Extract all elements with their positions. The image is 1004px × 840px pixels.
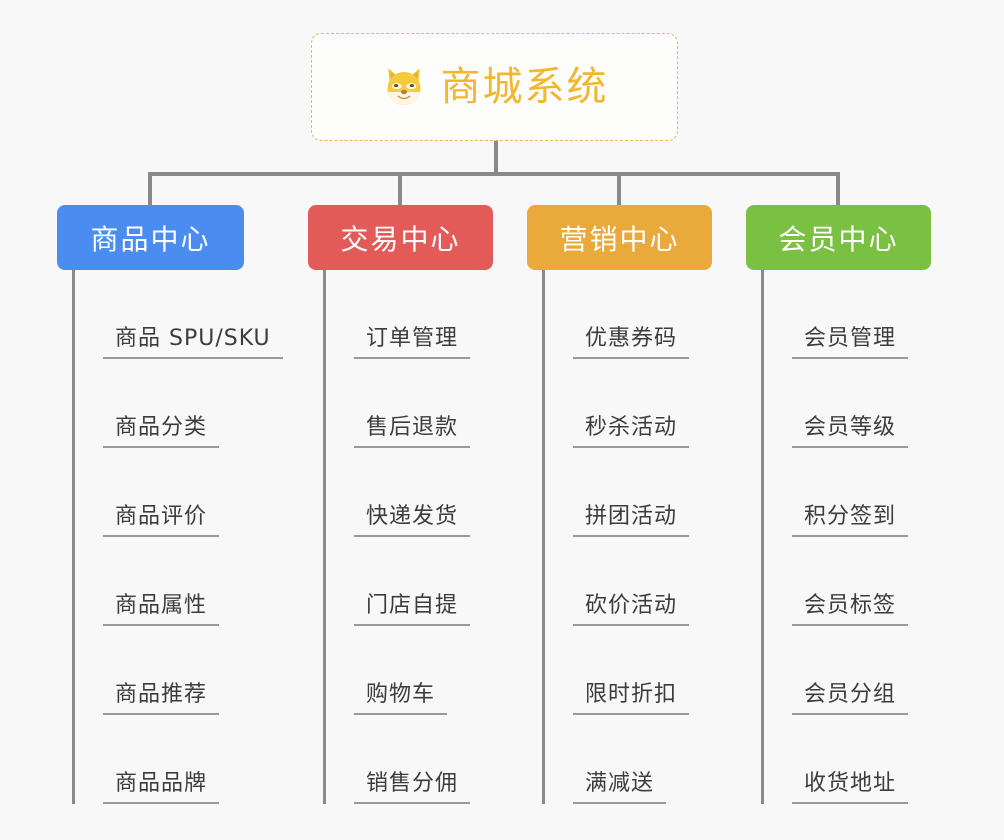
category-header-4[interactable]: 会员中心	[746, 205, 931, 270]
leaf-label: 商品 SPU/SKU	[115, 325, 271, 351]
branch-column-3: 营销中心 优惠券码 秒杀活动 拼团活动 砍价活动 限时折扣 满减送	[527, 205, 712, 804]
leaf-label: 砍价活动	[585, 592, 678, 618]
list-item[interactable]: 限时折扣	[527, 626, 712, 715]
branch-body-4: 会员管理 会员等级 积分签到 会员标签 会员分组 收货地址	[746, 270, 931, 804]
root-node[interactable]: 商城系统	[311, 33, 678, 141]
connector-drop-2	[398, 172, 402, 206]
leaf-label: 满减送	[585, 770, 655, 796]
leaf-label: 会员标签	[804, 592, 897, 618]
list-item[interactable]: 商品属性	[57, 537, 283, 626]
leaf-label: 拼团活动	[585, 503, 678, 529]
category-title-4: 会员中心	[778, 222, 899, 256]
list-item[interactable]: 会员管理	[746, 270, 931, 359]
leaf-label: 秒杀活动	[585, 414, 678, 440]
branch-spine-4	[761, 270, 764, 804]
branch-column-1: 商品中心 商品 SPU/SKU 商品分类 商品评价 商品属性 商品推荐 商品品牌	[57, 205, 283, 804]
category-title-2: 交易中心	[340, 222, 461, 256]
connector-drop-1	[148, 172, 152, 206]
list-item[interactable]: 购物车	[308, 626, 493, 715]
branch-body-2: 订单管理 售后退款 快递发货 门店自提 购物车 销售分佣	[308, 270, 493, 804]
list-item[interactable]: 会员等级	[746, 359, 931, 448]
leaf-label: 商品分类	[115, 414, 208, 440]
list-item[interactable]: 快递发货	[308, 448, 493, 537]
branch-spine-2	[323, 270, 326, 804]
leaf-list-3: 优惠券码 秒杀活动 拼团活动 砍价活动 限时折扣 满减送	[527, 270, 712, 804]
branch-column-2: 交易中心 订单管理 售后退款 快递发货 门店自提 购物车 销售分佣	[308, 205, 493, 804]
category-header-3[interactable]: 营销中心	[527, 205, 712, 270]
category-title-1: 商品中心	[90, 222, 211, 256]
leaf-label: 收货地址	[804, 770, 897, 796]
leaf-label: 快递发货	[366, 503, 459, 529]
leaf-label: 会员分组	[804, 681, 897, 707]
list-item[interactable]: 砍价活动	[527, 537, 712, 626]
list-item[interactable]: 会员标签	[746, 537, 931, 626]
list-item[interactable]: 商品分类	[57, 359, 283, 448]
list-item[interactable]: 会员分组	[746, 626, 931, 715]
list-item[interactable]: 积分签到	[746, 448, 931, 537]
list-item[interactable]: 订单管理	[308, 270, 493, 359]
leaf-label: 商品品牌	[115, 770, 208, 796]
connector-drop-4	[836, 172, 840, 206]
branch-spine-3	[542, 270, 545, 804]
leaf-label: 门店自提	[366, 592, 459, 618]
leaf-label: 订单管理	[366, 325, 459, 351]
list-item[interactable]: 销售分佣	[308, 715, 493, 804]
branch-body-1: 商品 SPU/SKU 商品分类 商品评价 商品属性 商品推荐 商品品牌	[57, 270, 283, 804]
leaf-label: 销售分佣	[366, 770, 459, 796]
list-item[interactable]: 售后退款	[308, 359, 493, 448]
leaf-label: 购物车	[366, 681, 436, 707]
list-item[interactable]: 满减送	[527, 715, 712, 804]
list-item[interactable]: 商品评价	[57, 448, 283, 537]
list-item[interactable]: 商品推荐	[57, 626, 283, 715]
list-item[interactable]: 拼团活动	[527, 448, 712, 537]
branch-spine-1	[72, 270, 75, 804]
category-header-1[interactable]: 商品中心	[57, 205, 244, 270]
branch-column-4: 会员中心 会员管理 会员等级 积分签到 会员标签 会员分组 收货地址	[746, 205, 931, 804]
leaf-label: 商品推荐	[115, 681, 208, 707]
leaf-label: 优惠券码	[585, 325, 678, 351]
list-item[interactable]: 商品 SPU/SKU	[57, 270, 283, 359]
list-item[interactable]: 收货地址	[746, 715, 931, 804]
list-item[interactable]: 门店自提	[308, 537, 493, 626]
leaf-label: 售后退款	[366, 414, 459, 440]
leaf-label: 限时折扣	[585, 681, 678, 707]
branch-body-3: 优惠券码 秒杀活动 拼团活动 砍价活动 限时折扣 满减送	[527, 270, 712, 804]
connector-horizontal-bus	[148, 172, 840, 176]
leaf-list-2: 订单管理 售后退款 快递发货 门店自提 购物车 销售分佣	[308, 270, 493, 804]
leaf-list-1: 商品 SPU/SKU 商品分类 商品评价 商品属性 商品推荐 商品品牌	[57, 270, 283, 804]
leaf-label: 会员管理	[804, 325, 897, 351]
connector-drop-3	[617, 172, 621, 206]
shiba-dog-face-icon	[381, 64, 427, 110]
leaf-label: 商品评价	[115, 503, 208, 529]
category-title-3: 营销中心	[559, 222, 680, 256]
connector-root-stem	[494, 141, 498, 175]
leaf-list-4: 会员管理 会员等级 积分签到 会员标签 会员分组 收货地址	[746, 270, 931, 804]
leaf-label: 商品属性	[115, 592, 208, 618]
leaf-label: 积分签到	[804, 503, 897, 529]
leaf-label: 会员等级	[804, 414, 897, 440]
root-title: 商城系统	[440, 64, 609, 110]
list-item[interactable]: 商品品牌	[57, 715, 283, 804]
list-item[interactable]: 优惠券码	[527, 270, 712, 359]
category-header-2[interactable]: 交易中心	[308, 205, 493, 270]
list-item[interactable]: 秒杀活动	[527, 359, 712, 448]
